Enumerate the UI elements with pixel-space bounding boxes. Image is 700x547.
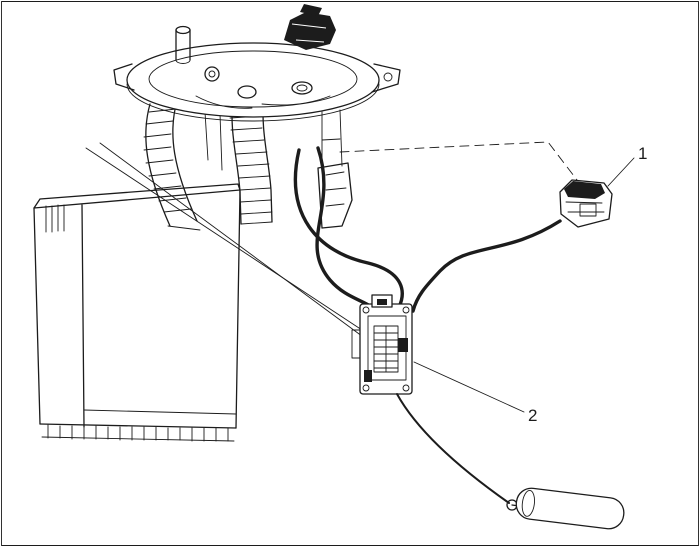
callout-leader-lines: [85, 141, 635, 413]
leader-line-1: [607, 157, 635, 187]
sensor-dark-clip: [377, 299, 387, 305]
flange-inner-ring: [148, 50, 358, 108]
sensor-card-traces: [373, 325, 399, 373]
reservoir-top-slots: [45, 204, 65, 233]
float-body: [515, 487, 625, 530]
left-hose-edge-a: [145, 103, 171, 227]
housing-detail-lines: [325, 171, 347, 207]
left-hose-ribs: [143, 108, 192, 213]
callout-1-label: 1: [638, 144, 647, 163]
sensor-rivet-tl: [362, 306, 370, 314]
standpipe-walls: [175, 29, 191, 61]
sensor-dark-terminal: [398, 338, 408, 352]
float-body-group: [515, 487, 625, 530]
callout-2-label: 2: [528, 406, 537, 425]
fuel-reservoir-body: [33, 183, 241, 442]
leader-line-2a: [85, 147, 363, 331]
sensor-rivet-bl: [362, 384, 370, 392]
flange-molded-lines: [195, 95, 331, 109]
standpipe-top: [175, 25, 191, 35]
reservoir-seam-line: [83, 409, 237, 415]
flange-connector-tab: [300, 4, 322, 16]
flange-port-left: [204, 66, 220, 82]
reservoir-bottom-teeth: [47, 424, 229, 442]
connector-top-cap: [564, 181, 605, 199]
electrical-connector-part-1: [559, 179, 613, 228]
flange-right-tab: [371, 63, 401, 93]
fuel-pump-module-flange: [113, 4, 401, 122]
flange-connector-detail: [291, 23, 327, 43]
float-end-cap: [521, 490, 535, 517]
dashed-leader-line-1: [339, 141, 578, 181]
module-struts: [204, 111, 223, 171]
reservoir-bottom-band: [41, 436, 235, 442]
connector-detail-lines: [565, 201, 605, 213]
reservoir-top-edges: [33, 183, 241, 209]
left-hose-edge-b: [172, 100, 198, 222]
reservoir-vertical-edges: [33, 189, 241, 429]
flange-port-right: [291, 81, 313, 95]
flange-right-tab-hole: [383, 72, 393, 82]
sensor-rivet-tr: [402, 306, 410, 314]
flange-outer-ring: [126, 42, 380, 118]
sensor-rivet-br: [402, 384, 410, 392]
housing-upper-lines: [321, 109, 343, 169]
connector-wire: [411, 219, 562, 313]
corrugated-fuel-lines: [143, 95, 273, 231]
leader-line-2c: [413, 361, 525, 413]
flange-port-right-inner: [296, 84, 308, 92]
float-arm-assembly: [396, 393, 625, 530]
float-arm: [396, 393, 510, 504]
standpipe-base: [175, 59, 191, 64]
flange-left-tab: [113, 63, 135, 91]
connector-latch: [579, 203, 597, 217]
flange-port-left-inner: [208, 70, 216, 78]
harness-wire-a: [293, 148, 404, 309]
hose-base-lines: [167, 221, 273, 231]
sensor-side-tab: [351, 329, 361, 359]
sensor-dark-pivot: [364, 370, 372, 382]
leader-line-2b: [99, 142, 371, 343]
flange-port-center: [237, 85, 257, 99]
fuel-level-sensor-part-2: [351, 294, 413, 395]
reservoir-bottom-edge: [39, 423, 237, 429]
flange-rim: [126, 83, 380, 122]
